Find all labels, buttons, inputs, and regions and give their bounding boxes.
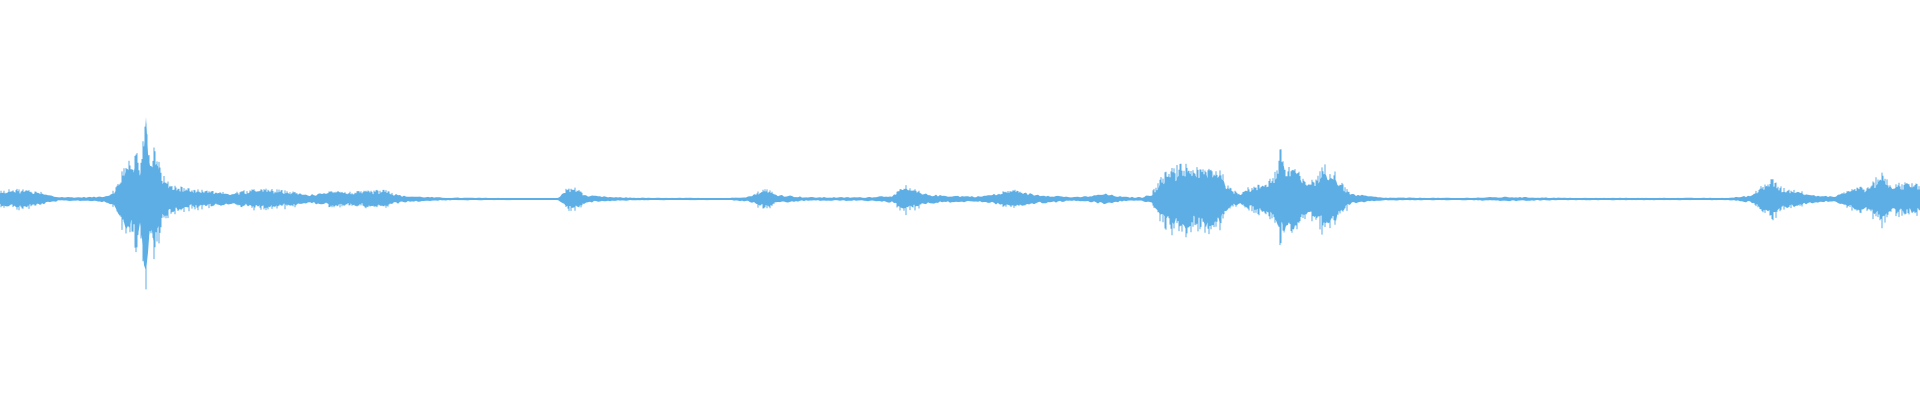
waveform-graphic	[0, 117, 1920, 290]
audio-waveform	[0, 117, 1920, 290]
